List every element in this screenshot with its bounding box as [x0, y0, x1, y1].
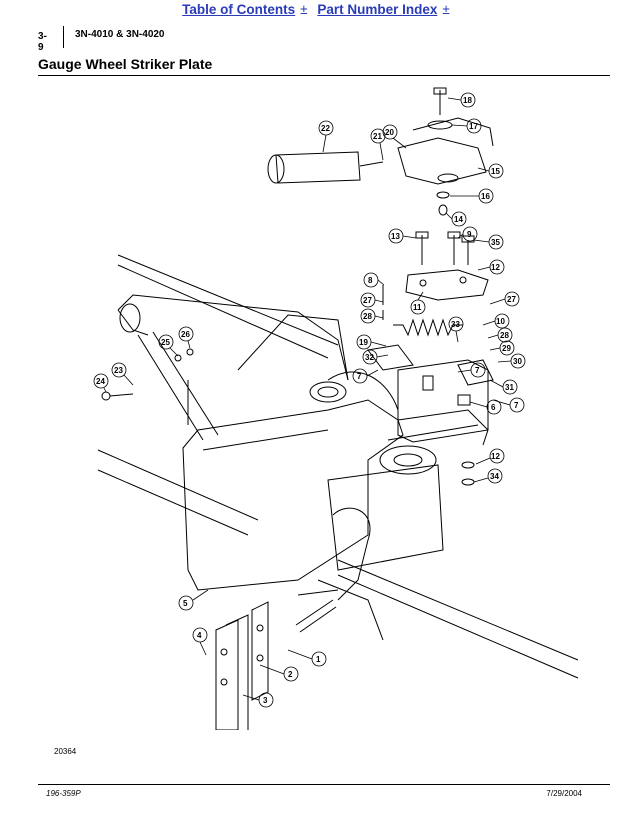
- callout-29: 26: [178, 326, 194, 349]
- callout-17: 14: [445, 211, 467, 227]
- callout-40: 35: [473, 234, 504, 250]
- svg-text:7: 7: [357, 372, 362, 381]
- callout-4: 4: [192, 627, 208, 656]
- callout-14: 12: [477, 259, 505, 275]
- callout-37: 32: [362, 349, 389, 365]
- section-title: Gauge Wheel Striker Plate: [38, 56, 213, 72]
- title-rule: [38, 75, 610, 76]
- svg-text:21: 21: [373, 132, 382, 141]
- callout-6: 6: [469, 399, 502, 415]
- callout-1: 1: [287, 649, 327, 667]
- callout-19: 16: [450, 188, 494, 204]
- svg-text:22: 22: [321, 124, 330, 133]
- svg-text:14: 14: [454, 215, 463, 224]
- callout-27: 24: [93, 373, 109, 393]
- callout-12: 10: [482, 313, 510, 329]
- callout-24: 21: [370, 128, 386, 161]
- parts-diagram: 1 2 3 4 5 6 7 7 7 8 9 10 11 12 12 13 14 …: [93, 87, 579, 730]
- callout-10: 8: [363, 272, 385, 288]
- svg-text:35: 35: [491, 238, 500, 247]
- svg-text:19: 19: [359, 338, 368, 347]
- top-navigation: Table of Contents ± Part Number Index ±: [0, 2, 638, 17]
- svg-text:13: 13: [391, 232, 400, 241]
- toc-expand-icon[interactable]: ±: [300, 2, 308, 17]
- svg-text:5: 5: [183, 599, 188, 608]
- svg-text:7: 7: [475, 366, 480, 375]
- svg-text:32: 32: [365, 353, 374, 362]
- svg-text:27: 27: [363, 296, 372, 305]
- svg-text:27: 27: [507, 295, 516, 304]
- callout-25: 22: [318, 120, 334, 153]
- svg-text:12: 12: [491, 452, 500, 461]
- callout-31: 27: [360, 292, 384, 308]
- svg-text:8: 8: [368, 276, 373, 285]
- callout-15: 12: [475, 448, 505, 465]
- callout-28: 25: [158, 334, 179, 357]
- svg-text:9: 9: [467, 230, 472, 239]
- svg-text:17: 17: [469, 122, 478, 131]
- callout-5: 5: [178, 589, 209, 611]
- svg-text:3: 3: [263, 696, 268, 705]
- svg-text:30: 30: [513, 357, 522, 366]
- callout-33: 28: [360, 308, 384, 324]
- svg-text:23: 23: [114, 366, 123, 375]
- callout-35: 30: [497, 353, 526, 369]
- svg-text:28: 28: [363, 312, 372, 321]
- svg-text:31: 31: [505, 383, 514, 392]
- svg-text:34: 34: [490, 472, 499, 481]
- svg-text:2: 2: [288, 670, 293, 679]
- document-id: 196-359P: [46, 789, 81, 798]
- callout-38: 33: [448, 316, 464, 343]
- svg-text:15: 15: [491, 167, 500, 176]
- svg-text:28: 28: [500, 331, 509, 340]
- svg-text:1: 1: [316, 655, 321, 664]
- callout-18: 15: [477, 163, 504, 179]
- svg-text:12: 12: [491, 263, 500, 272]
- callout-39: 34: [473, 468, 503, 484]
- svg-text:10: 10: [496, 317, 505, 326]
- svg-text:7: 7: [514, 401, 519, 410]
- callout-32: 28: [487, 327, 513, 343]
- footer-rule: [38, 784, 610, 785]
- document-date: 7/29/2004: [546, 789, 582, 798]
- model-label: 3N-4010 & 3N-4020: [75, 29, 165, 40]
- callout-3: 3: [242, 692, 274, 708]
- page-number: 3-9: [38, 31, 47, 53]
- table-of-contents-link[interactable]: Table of Contents: [182, 2, 296, 17]
- callout-26: 23: [111, 362, 134, 386]
- callout-34: 29: [489, 340, 515, 356]
- pni-expand-icon[interactable]: ±: [442, 2, 450, 17]
- callout-16: 13: [388, 228, 417, 244]
- callout-13: 11: [410, 291, 426, 315]
- figure-number: 20364: [54, 747, 77, 756]
- svg-text:20: 20: [385, 128, 394, 137]
- svg-text:18: 18: [463, 96, 472, 105]
- svg-text:24: 24: [96, 377, 105, 386]
- svg-text:25: 25: [161, 338, 170, 347]
- callout-20: 17: [451, 118, 482, 134]
- svg-text:29: 29: [502, 344, 511, 353]
- callout-22: 19: [356, 334, 387, 350]
- svg-text:16: 16: [481, 192, 490, 201]
- callout-23: 20: [382, 124, 407, 149]
- callout-8: 7: [457, 362, 486, 378]
- svg-text:4: 4: [197, 631, 202, 640]
- svg-text:26: 26: [181, 330, 190, 339]
- callout-21: 18: [447, 92, 476, 108]
- callout-36: 31: [489, 379, 518, 395]
- header-divider: [63, 26, 64, 48]
- callout-7: 7: [352, 368, 379, 384]
- callout-11: 9: [457, 226, 478, 242]
- svg-text:33: 33: [451, 320, 460, 329]
- callout-9: 7: [492, 397, 525, 413]
- callout-2: 2: [259, 664, 299, 682]
- svg-text:6: 6: [491, 403, 496, 412]
- part-number-index-link[interactable]: Part Number Index: [317, 2, 438, 17]
- callout-30: 27: [489, 291, 520, 307]
- svg-text:11: 11: [413, 303, 422, 312]
